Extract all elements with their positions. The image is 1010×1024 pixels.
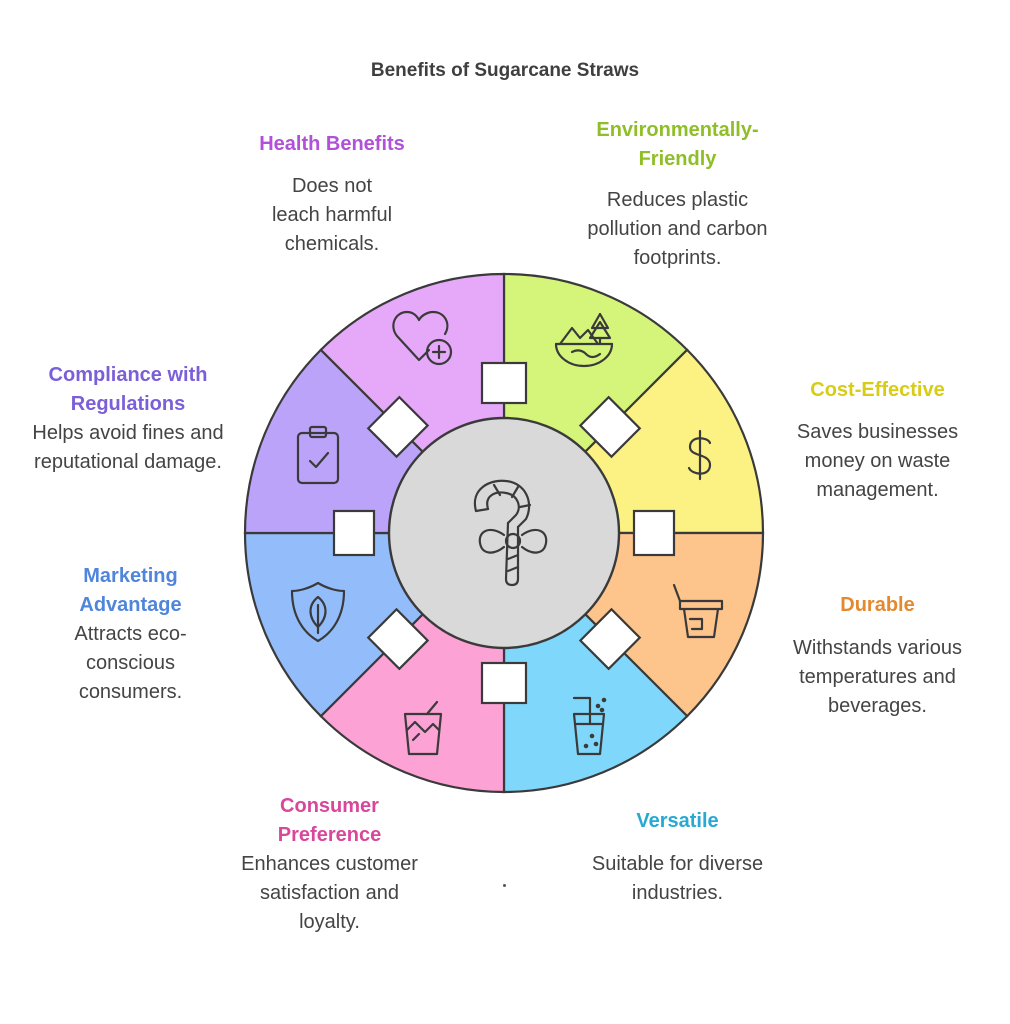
benefit-title: Consumer Preference bbox=[277, 795, 382, 846]
benefit-environmental: Environmentally- Friendly Reduces plasti… bbox=[570, 116, 785, 273]
benefit-description: Withstands various temperatures and beve… bbox=[793, 637, 962, 717]
benefit-versatile: Versatile Suitable for diverse industrie… bbox=[570, 807, 785, 908]
stray-dot bbox=[503, 884, 506, 887]
benefit-durable: Durable Withstands various temperatures … bbox=[770, 591, 985, 721]
benefit-description: Attracts eco-conscious consumers. bbox=[74, 623, 187, 703]
benefit-cost: Cost-Effective Saves businesses money on… bbox=[770, 376, 985, 505]
benefit-description: Enhances customer satisfaction and loyal… bbox=[241, 853, 418, 933]
wheel-notch bbox=[366, 607, 430, 671]
benefit-consumer: Consumer Preference Enhances customer sa… bbox=[222, 792, 437, 937]
wheel-notch bbox=[366, 395, 430, 459]
heart-plus-icon bbox=[392, 310, 453, 366]
wheel-notch bbox=[578, 395, 642, 459]
benefit-description: Reduces plastic pollution and carbon foo… bbox=[587, 189, 768, 269]
benefit-title: Health Benefits bbox=[259, 133, 405, 155]
nature-globe-icon bbox=[554, 312, 614, 368]
clipboard-check-icon bbox=[296, 425, 340, 485]
benefit-marketing: Marketing Advantage Attracts eco-conscio… bbox=[28, 562, 233, 707]
wheel-notch bbox=[332, 509, 376, 557]
drink-icon bbox=[403, 700, 443, 756]
cup-icon bbox=[672, 583, 724, 639]
benefit-compliance: Compliance with Regulations Helps avoid … bbox=[18, 361, 238, 477]
benefit-title: Versatile bbox=[636, 810, 719, 832]
benefit-title: Marketing Advantage bbox=[79, 565, 182, 616]
benefit-title-line: Environmentally- Friendly bbox=[596, 119, 759, 170]
wheel-segments bbox=[243, 272, 765, 794]
benefit-description: Saves businesses money on waste manageme… bbox=[796, 421, 959, 501]
benefit-health: Health Benefits Does not leach harmful c… bbox=[232, 130, 432, 259]
candy-cane-icon bbox=[473, 479, 548, 587]
benefit-description: Helps avoid fines and reputational damag… bbox=[32, 422, 224, 473]
dollar-icon bbox=[687, 429, 712, 481]
wheel-notch bbox=[480, 661, 528, 705]
benefit-description: Suitable for diverse industries. bbox=[591, 853, 764, 904]
benefit-title: Cost-Effective bbox=[810, 379, 945, 401]
benefit-title: Durable bbox=[840, 594, 915, 616]
benefit-description: Does not leach harmful chemicals. bbox=[271, 175, 393, 255]
benefit-title: Compliance with Regulations bbox=[48, 364, 208, 415]
wheel-notch bbox=[480, 361, 528, 405]
diagram-title: Benefits of Sugarcane Straws bbox=[370, 60, 640, 81]
wheel-notch bbox=[578, 607, 642, 671]
glass-straw-icon bbox=[572, 696, 607, 756]
wheel-center-hub bbox=[387, 416, 621, 650]
benefit-title: Environmentally- Friendly bbox=[570, 116, 785, 174]
leaf-shield-icon bbox=[290, 581, 346, 643]
wheel-notch bbox=[632, 509, 676, 557]
